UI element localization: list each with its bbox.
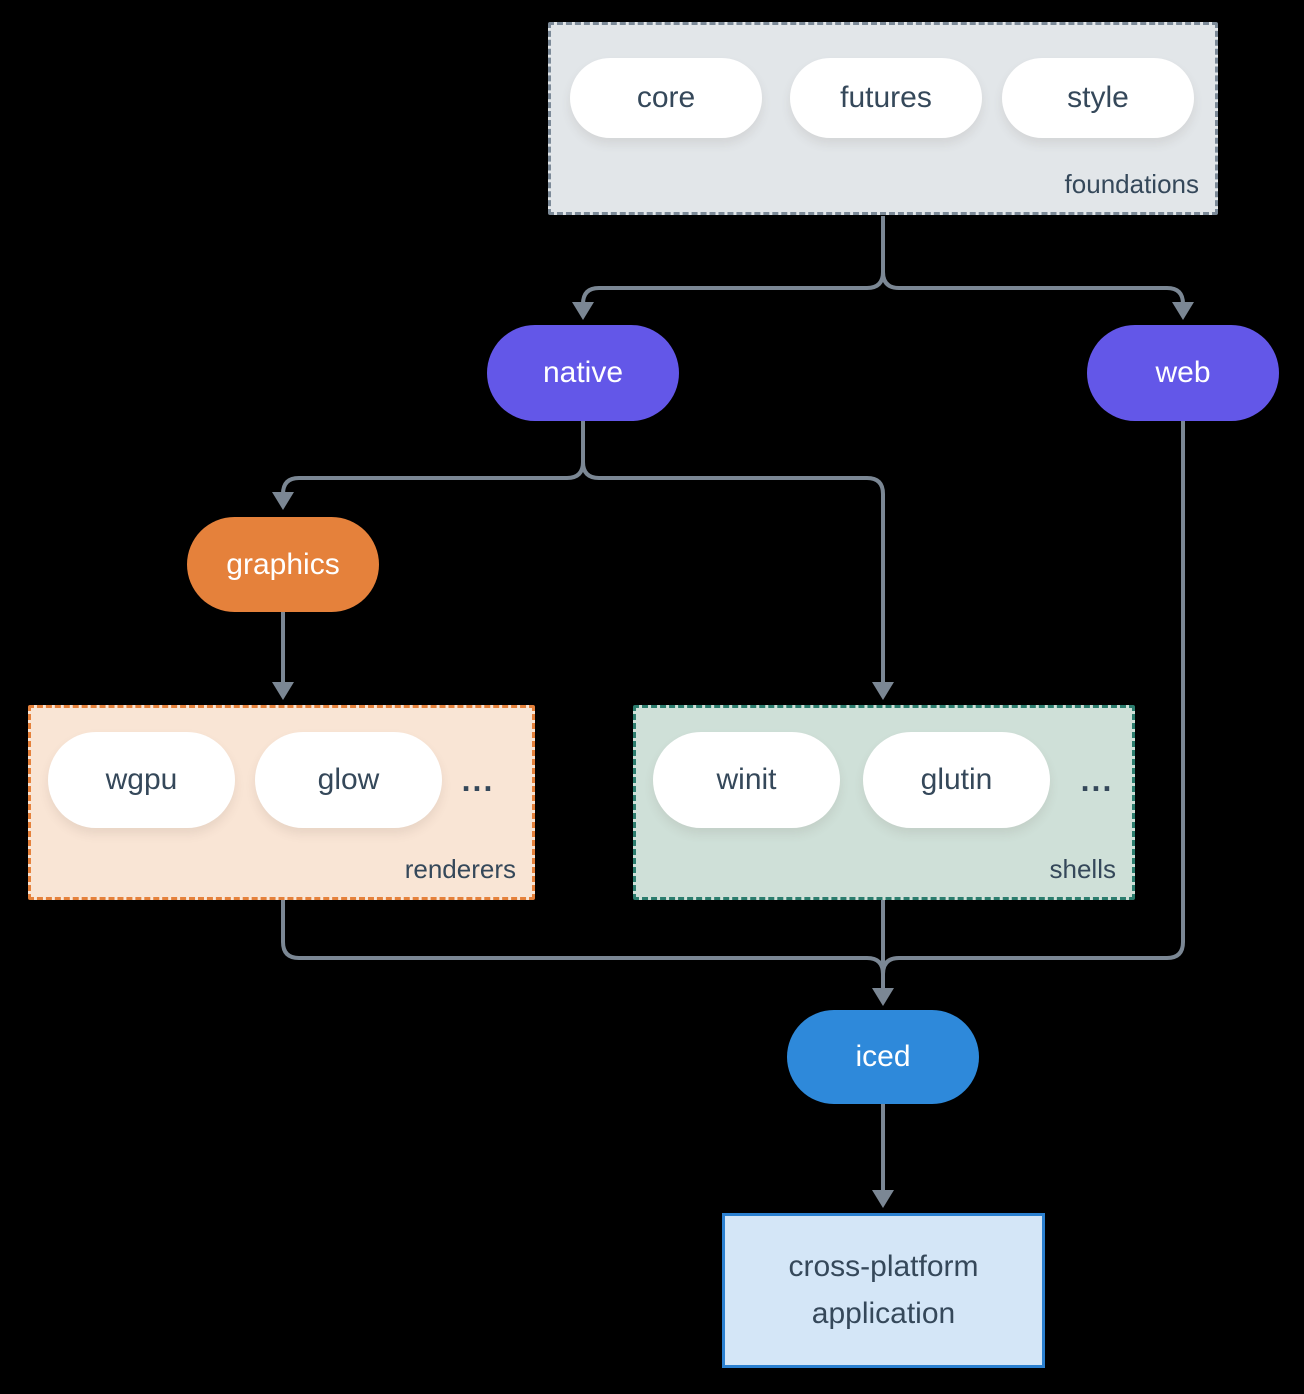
shells-ellipsis: ... — [1080, 761, 1114, 798]
node-style-label: style — [1067, 81, 1129, 114]
group-shells: winit glutin ... shells — [633, 705, 1135, 900]
node-style: style — [1002, 58, 1194, 138]
node-graphics: graphics — [187, 517, 379, 612]
node-glutin: glutin — [863, 732, 1050, 828]
node-native: native — [487, 325, 679, 421]
arrowhead-shells — [872, 682, 894, 700]
node-glutin-label: glutin — [920, 763, 993, 796]
node-wgpu: wgpu — [48, 732, 235, 828]
arrowhead-graphics — [272, 492, 294, 510]
node-web: web — [1087, 325, 1279, 421]
node-glow: glow — [255, 732, 442, 828]
edge-renderers-iced — [281, 900, 885, 975]
node-cross-platform-application: cross-platform application — [722, 1213, 1045, 1368]
node-winit: winit — [653, 732, 840, 828]
node-futures-label: futures — [840, 81, 932, 114]
group-renderers-label: renderers — [404, 854, 516, 884]
node-graphics-label: graphics — [226, 547, 340, 581]
edge-foundations-native — [581, 216, 885, 305]
edge-native-shells — [581, 420, 885, 684]
node-iced: iced — [787, 1010, 979, 1104]
group-foundations: core futures style foundations — [548, 22, 1218, 215]
arrowhead-iced — [872, 988, 894, 1006]
node-futures: futures — [790, 58, 982, 138]
edge-native-graphics — [281, 420, 585, 495]
arrowhead-renderers — [272, 682, 294, 700]
edge-foundations-web — [881, 216, 1185, 305]
node-core-label: core — [636, 81, 696, 114]
node-cross-platform-application-label: cross-platform application — [788, 1250, 979, 1330]
node-winit-label: winit — [716, 763, 777, 796]
group-renderers: wgpu glow ... renderers — [28, 705, 535, 900]
node-glow-label: glow — [317, 763, 380, 796]
renderers-ellipsis: ... — [461, 761, 495, 798]
node-web-label: web — [1155, 356, 1211, 389]
arrowhead-application — [872, 1190, 894, 1208]
arrowhead-web — [1172, 302, 1194, 320]
node-core: core — [570, 58, 762, 138]
group-foundations-label: foundations — [1064, 169, 1199, 199]
node-wgpu-label: wgpu — [105, 763, 178, 796]
node-iced-label: iced — [855, 1040, 911, 1073]
arrowhead-native — [572, 302, 594, 320]
group-shells-label: shells — [1049, 854, 1116, 884]
node-native-label: native — [542, 356, 624, 389]
